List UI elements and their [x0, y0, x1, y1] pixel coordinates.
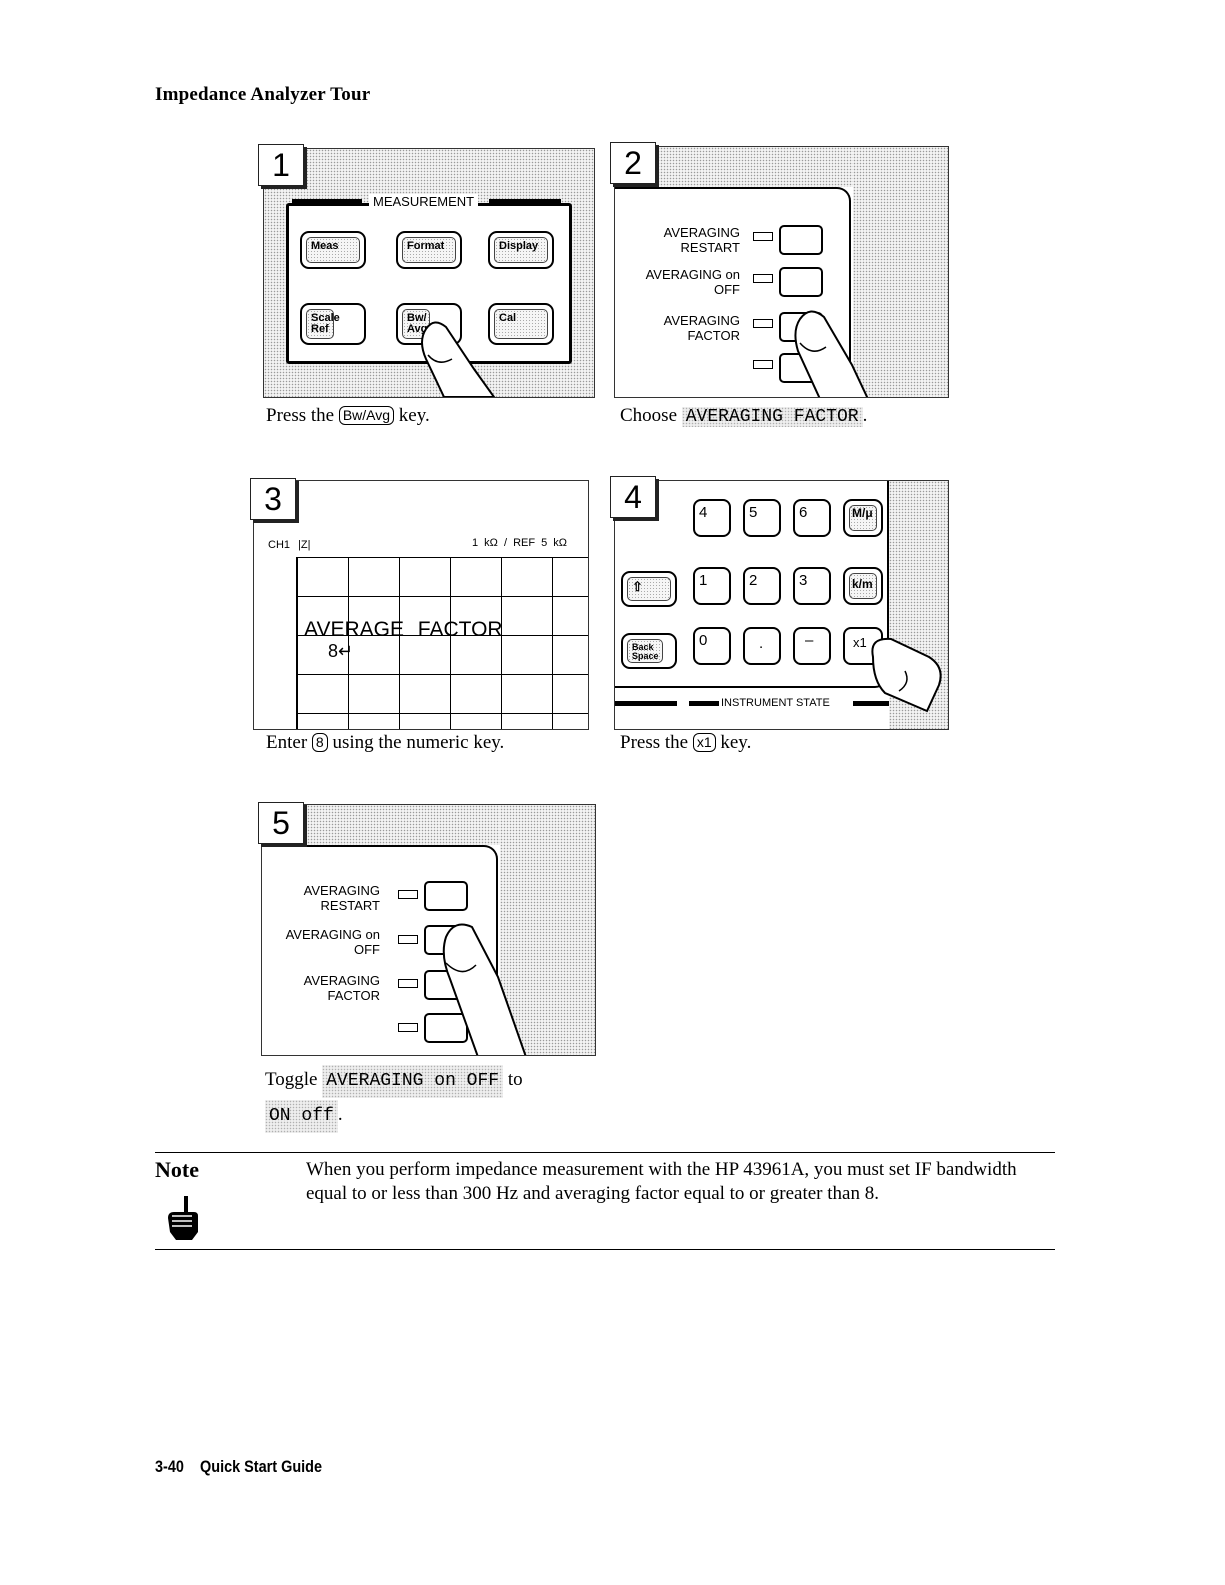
key-decimal[interactable]: . — [743, 627, 781, 665]
key-0[interactable]: 0 — [693, 627, 731, 665]
key-shift[interactable]: ⇧ — [621, 571, 677, 607]
finger-icon — [871, 637, 942, 713]
note-top-rule — [155, 1152, 1055, 1153]
softkey-label-averaging-on-off: AVERAGING on OFF — [285, 927, 380, 957]
scale-ref-key[interactable]: Scale Ref — [300, 303, 366, 345]
softkey-label-averaging-factor: AVERAGING FACTOR — [663, 313, 740, 343]
step-2-caption: Choose AVERAGING FACTOR. — [620, 405, 868, 427]
step-3-badge: 3 — [250, 478, 296, 520]
step-2-illustration: AVERAGING RESTART AVERAGING on OFF AVERA… — [614, 146, 949, 398]
softkey-averaging-on-off[interactable] — [779, 267, 823, 297]
screen-param: |Z| — [298, 539, 311, 551]
instrument-state-label: INSTRUMENT STATE — [721, 697, 830, 709]
softkey-label-averaging-restart: AVERAGING RESTART — [303, 883, 380, 913]
softkey-tick-2 — [398, 935, 418, 944]
page-number: 3-40 — [155, 1457, 184, 1476]
on-off-softkey-ref: ON off — [265, 1100, 338, 1133]
softkey-label-averaging-factor: AVERAGING FACTOR — [303, 973, 380, 1003]
instrument-state-bar-2 — [689, 701, 719, 706]
softkey-tick-4 — [398, 1023, 418, 1032]
key-1[interactable]: 1 — [693, 567, 731, 605]
screen-grid — [296, 557, 588, 729]
measurement-group-label: MEASUREMENT — [369, 194, 479, 209]
note-text: When you perform impedance measurement w… — [306, 1159, 1017, 1204]
note-title: Note — [155, 1157, 199, 1182]
key-minus[interactable]: – — [793, 627, 831, 665]
step-5-illustration: AVERAGING RESTART AVERAGING on OFF AVERA… — [261, 804, 596, 1056]
softkey-tick-3 — [398, 979, 418, 988]
entry-value: 8↵ — [328, 641, 354, 661]
screen-channel: CH1 — [268, 539, 291, 551]
key-5[interactable]: 5 — [743, 499, 781, 537]
pointing-hand-icon — [168, 1196, 198, 1240]
softkey-label-averaging-restart: AVERAGING RESTART — [663, 225, 740, 255]
instrument-state-bar — [615, 701, 677, 706]
screen-scale: 1 kΩ / REF 5 kΩ — [472, 537, 568, 549]
measurement-bar-left — [292, 199, 362, 205]
panel-5-stipple-right — [500, 805, 595, 1055]
bw-avg-keycap: Bw/Avg — [338, 406, 395, 425]
format-key[interactable]: Format — [396, 231, 462, 269]
x1-keycap: x1 — [692, 733, 716, 752]
softkey-tick-1 — [398, 890, 418, 899]
step-1-caption: Press the Bw/Avg key. — [266, 405, 430, 426]
key-6[interactable]: 6 — [793, 499, 831, 537]
softkey-tick-2 — [753, 274, 773, 283]
step-1-illustration: MEASUREMENT Meas Format Display Scale Re… — [263, 148, 595, 398]
key-m-mu[interactable]: M/μ — [843, 499, 883, 537]
step-2-badge: 2 — [610, 142, 656, 184]
finger-icon — [442, 923, 527, 1055]
footer-title: Quick Start Guide — [199, 1457, 323, 1476]
note-bottom-rule — [155, 1249, 1055, 1250]
step-4-badge: 4 — [610, 476, 656, 518]
softkey-label-averaging-on-off: AVERAGING on OFF — [645, 267, 740, 297]
page-header: Impedance Analyzer Tour — [155, 84, 371, 105]
step-5-badge: 5 — [258, 802, 304, 844]
softkey-tick-4 — [753, 360, 773, 369]
bw-avg-key[interactable]: Bw/ Avg — [396, 303, 462, 345]
step-4-caption: Press the x1 key. — [620, 732, 752, 753]
cal-key[interactable]: Cal — [488, 303, 554, 345]
display-key[interactable]: Display — [488, 231, 554, 269]
key-3[interactable]: 3 — [793, 567, 831, 605]
page-footer: 3-40 Quick Start Guide — [155, 1457, 322, 1477]
softkey-tick-1 — [753, 232, 773, 241]
key-backspace[interactable]: Back Space — [621, 633, 677, 669]
numeric-8-keycap: 8 — [311, 733, 328, 752]
panel-2-stipple-right — [853, 147, 948, 397]
finger-icon — [794, 310, 869, 397]
step-3-illustration: CH1 |Z| 1 kΩ / REF 5 kΩ AVERAGE FACTOR 8… — [253, 480, 589, 730]
instrument-state-bar-3 — [853, 701, 889, 706]
key-k-m[interactable]: k/m — [843, 567, 883, 605]
panel-2-stipple-top — [615, 147, 948, 187]
softkey-tick-3 — [753, 319, 773, 328]
step-4-illustration: 4 5 6 M/μ ⇧ 1 2 3 k/m Back Space 0 . – x… — [614, 480, 949, 730]
averaging-factor-softkey-ref: AVERAGING FACTOR — [681, 407, 863, 427]
finger-icon — [421, 321, 496, 397]
key-2[interactable]: 2 — [743, 567, 781, 605]
meas-key[interactable]: Meas — [300, 231, 366, 269]
step-3-caption: Enter 8 using the numeric key. — [266, 732, 505, 753]
step-1-badge: 1 — [258, 144, 304, 186]
softkey-averaging-restart[interactable] — [424, 881, 468, 911]
step-5-caption: Toggle AVERAGING on OFF to ON off. — [265, 1063, 595, 1133]
measurement-bar-right — [489, 199, 561, 205]
key-4[interactable]: 4 — [693, 499, 731, 537]
entry-title: AVERAGE FACTOR — [304, 618, 503, 641]
softkey-averaging-restart[interactable] — [779, 225, 823, 255]
averaging-on-off-softkey-ref: AVERAGING on OFF — [322, 1065, 504, 1098]
